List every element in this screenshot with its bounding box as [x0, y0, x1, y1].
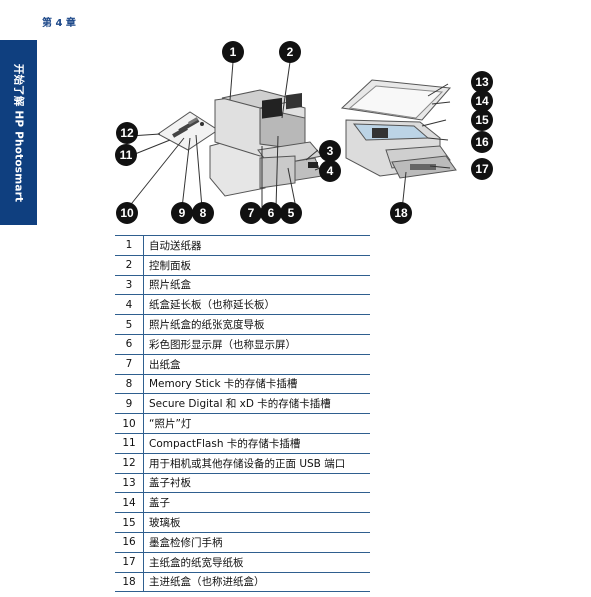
callout-17: 17	[471, 158, 493, 180]
svg-text:7: 7	[248, 206, 255, 220]
side-tab: 开始了解 HP Photosmart	[0, 40, 37, 225]
callout-11: 11	[115, 144, 137, 166]
part-number: 5	[115, 314, 144, 335]
callout-4: 4	[319, 160, 341, 182]
part-number: 12	[115, 452, 144, 474]
callout-13: 13	[471, 71, 493, 93]
svg-text:11: 11	[120, 148, 133, 162]
svg-text:12: 12	[120, 126, 134, 140]
part-number: 17	[115, 551, 144, 573]
part-number: 13	[115, 472, 144, 494]
chapter-heading: 第 4 章	[42, 18, 76, 29]
part-number: 15	[115, 512, 144, 533]
svg-text:1: 1	[230, 45, 237, 59]
printer-open-view	[340, 79, 457, 211]
svg-text:2: 2	[287, 45, 294, 59]
part-description: 主进纸盒（也称进纸盒）	[143, 571, 370, 593]
part-number: 6	[115, 333, 144, 355]
side-tab-label: 开始了解 HP Photosmart	[12, 63, 24, 202]
callout-16: 16	[471, 131, 493, 153]
part-number: 7	[115, 353, 144, 375]
printer-front-view	[209, 61, 323, 209]
part-description: 彩色图形显示屏（也称显示屏）	[143, 333, 370, 355]
svg-text:6: 6	[268, 206, 275, 220]
part-number: 8	[115, 373, 144, 395]
part-number: 10	[115, 413, 144, 434]
table-row: 10“照片”灯	[115, 413, 370, 434]
svg-text:10: 10	[120, 206, 134, 220]
part-description: 用于相机或其他存储设备的正面 USB 端口	[143, 452, 370, 474]
svg-text:13: 13	[475, 75, 489, 89]
part-description: 主纸盒的纸宽导纸板	[143, 551, 370, 573]
callout-5: 5	[280, 202, 302, 224]
part-number: 16	[115, 531, 144, 553]
part-description: 纸盒延长板（也称延长板）	[143, 294, 370, 316]
part-description: Secure Digital 和 xD 卡的存储卡插槽	[143, 393, 370, 415]
callout-3: 3	[319, 140, 341, 162]
svg-text:5: 5	[288, 206, 295, 220]
callout-12: 12	[116, 122, 138, 144]
callout-6: 6	[260, 202, 282, 224]
part-description: 控制面板	[143, 254, 370, 276]
part-number: 9	[115, 393, 144, 415]
card-slot-inset	[127, 111, 219, 209]
part-number: 18	[115, 571, 144, 593]
callout-9: 9	[171, 202, 193, 224]
part-number: 4	[115, 294, 144, 316]
part-description: 照片纸盒的纸张宽度导板	[143, 314, 370, 335]
callout-18: 18	[390, 202, 412, 224]
part-description: 自动送纸器	[143, 235, 370, 256]
svg-text:3: 3	[327, 144, 334, 158]
part-description: 盖子衬板	[143, 472, 370, 494]
part-number: 2	[115, 254, 144, 276]
part-number: 1	[115, 235, 144, 256]
part-description: 墨盒检修门手柄	[143, 531, 370, 553]
part-number: 3	[115, 274, 144, 296]
svg-text:8: 8	[200, 206, 207, 220]
svg-text:17: 17	[475, 162, 489, 176]
callout-10: 10	[116, 202, 138, 224]
callout-2: 2	[279, 41, 301, 63]
part-number: 14	[115, 492, 144, 514]
part-description: 照片纸盒	[143, 274, 370, 296]
part-description: 盖子	[143, 492, 370, 514]
svg-text:18: 18	[394, 206, 408, 220]
callout-14: 14	[471, 90, 493, 112]
printer-illustration: 1 2 3 4 5 6 7 8 9 10 11 12 13 14 15 16 1…	[115, 41, 493, 224]
callout-7: 7	[240, 202, 262, 224]
svg-text:16: 16	[475, 135, 489, 149]
svg-text:14: 14	[475, 94, 489, 108]
svg-text:4: 4	[327, 164, 334, 178]
part-description: CompactFlash 卡的存储卡插槽	[143, 432, 370, 454]
callout-8: 8	[192, 202, 214, 224]
part-description: 出纸盒	[143, 353, 370, 375]
callout-15: 15	[471, 109, 493, 131]
svg-text:15: 15	[475, 113, 489, 127]
callout-1: 1	[222, 41, 244, 63]
printer-diagram: 1 2 3 4 5 6 7 8 9 10 11 12 13 14 15 16 1…	[110, 38, 500, 228]
part-number: 11	[115, 432, 144, 454]
svg-text:9: 9	[179, 206, 186, 220]
part-description: 玻璃板	[143, 512, 370, 533]
part-description: “照片”灯	[143, 413, 370, 434]
part-description: Memory Stick 卡的存储卡插槽	[143, 373, 370, 395]
